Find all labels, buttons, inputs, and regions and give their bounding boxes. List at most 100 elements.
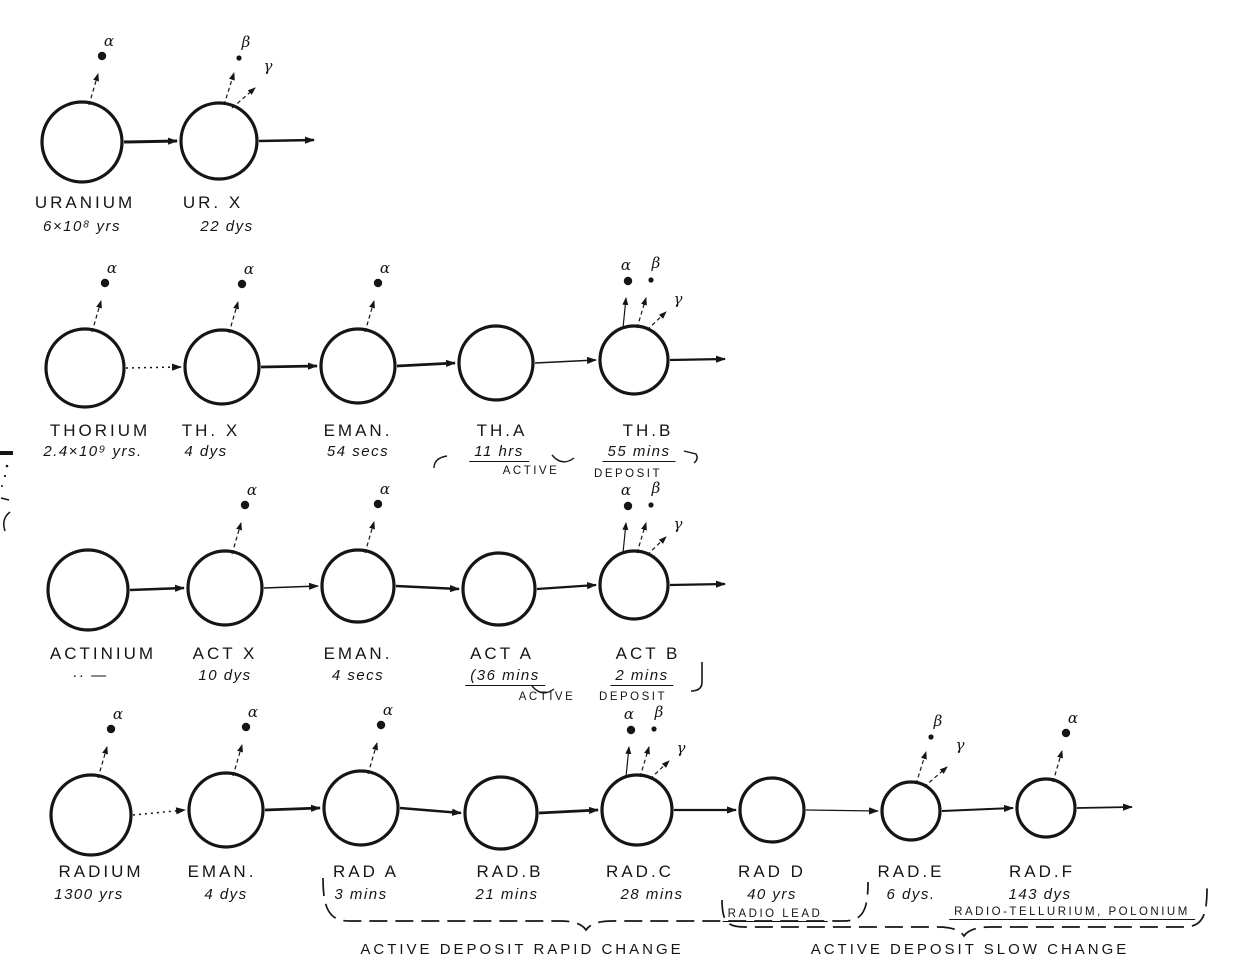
beta-particle-dot-ur-x [236,55,242,61]
node-name-th-a: TH.A [476,421,528,440]
node-name-act-x: ACT X [192,644,258,663]
alpha-particle-dot-radium [106,724,116,734]
gamma-ray-rad-c [649,760,670,780]
node-name-eman-act: EMAN. [323,644,393,663]
node-name-act-a: ACT A [470,644,534,663]
node-period-thorium: 2.4×10⁹ yrs. [43,443,143,460]
th-a-leading-curl [433,455,448,469]
beta-particle-dot-rad-e [928,734,934,740]
node-name-eman-th: EMAN. [323,421,393,440]
decay-arrow-th-a [534,356,597,365]
nuclide-th-b [598,276,726,396]
alpha-label-rad-a: α [382,701,394,719]
nuclide-circle-radium [49,773,133,857]
beta-ray-ur-x [223,72,235,106]
uranium-series [40,51,315,184]
node-name-rad-e: RAD.E [877,862,945,881]
node-period-th-x: 4 dys [184,443,228,460]
decay-arrow-th-x [260,362,318,370]
beta-label-ur-x: β [241,33,251,51]
nuclide-circle-act-x [186,549,264,627]
node-name-ur-x: UR. X [182,193,244,212]
decay-arrow-rad-d [805,807,879,815]
node-sublabel-rad-d: RADIO LEAD [722,908,828,922]
decay-arrow-actinium [129,584,185,592]
node-name-act-b: ACT B [615,644,681,663]
nuclide-eman-th [319,278,456,405]
node-period-rad-d: 40 yrs [747,886,797,903]
nuclide-circle-uranium [40,100,124,184]
active-deposit-braces [322,450,1208,938]
nuclide-eman-act [320,499,460,624]
alpha-ray-rad-a [367,742,378,775]
gamma-label-rad-e: γ [955,736,965,754]
alpha-ray-th-x [228,301,239,334]
beta-label-rad-c: β [654,703,664,721]
alpha-ray-rad-c [625,746,632,778]
decay-arrow-act-b [669,580,726,588]
node-period-radium: 1300 yrs [54,886,124,903]
node-name-th-b: TH.B [622,421,674,440]
beta-ray-rad-e [915,751,927,785]
nuclide-eman-ra [187,722,321,849]
decay-arrow-rad-b [538,806,599,815]
nuclide-act-a [461,551,597,627]
nuclide-rad-b [463,775,599,851]
nuclide-circle-rad-f [1015,777,1077,839]
gamma-ray-th-b [646,311,667,331]
alpha-label-eman-act: α [379,480,391,498]
node-period-rad-f: 143 dys [1008,886,1072,903]
node-period-act-a: (36 mins [465,667,545,686]
decay-arrow-ur-x [258,136,315,144]
actinium-series [46,499,726,632]
nuclide-circle-th-x [183,328,261,406]
node-period-eman-th: 54 secs [326,443,390,460]
nuclide-circle-rad-c [600,773,674,847]
node-period-uranium: 6×10⁸ yrs [43,218,121,235]
alpha-label-act-x: α [246,481,258,499]
node-sublabel-act-b: DEPOSIT [599,691,667,703]
alpha-particle-dot-eman-act [373,499,383,509]
beta-label-act-b: β [651,479,661,497]
gamma-label-act-b: γ [673,515,683,533]
nuclide-circle-rad-a [322,769,400,847]
node-period-act-x: 10 dys [198,667,252,684]
node-name-uranium: URANIUM [34,193,136,212]
th-row-connector-curl [551,454,575,463]
caption-slow-change: ACTIVE DEPOSIT SLOW CHANGE [810,941,1130,958]
left-margin-fragment [0,451,13,532]
beta-ray-rad-c [639,746,650,778]
alpha-ray-eman-ra [232,744,243,777]
decay-arrow-eman-ra [264,804,321,812]
decay-chains [40,51,1133,857]
alpha-particle-dot-th-b [623,276,633,286]
node-name-actinium: ACTINIUM [49,644,157,663]
alpha-ray-radium [97,746,108,779]
node-sublabel-th-b: DEPOSIT [594,468,662,480]
nuclide-act-b [598,501,726,621]
nuclide-radium [49,724,186,857]
node-period-rad-a: 3 mins [334,886,388,903]
nuclide-circle-actinium [46,548,130,632]
alpha-label-uranium: α [103,32,115,50]
alpha-label-eman-ra: α [247,703,259,721]
node-name-eman-ra: EMAN. [187,862,257,881]
decay-arrow-th-b [669,355,726,363]
nuclide-circle-ur-x [179,101,259,181]
node-period-eman-act: 4 secs [331,667,385,684]
decay-arrow-eman-th [396,359,456,368]
nuclide-uranium [40,51,178,184]
node-name-rad-d: RAD D [738,862,806,881]
beta-label-th-b: β [651,254,661,272]
nuclide-ur-x [179,55,315,181]
gamma-ray-ur-x [231,87,256,109]
node-name-rad-a: RAD A [332,862,400,881]
beta-ray-act-b [636,522,647,554]
beta-ray-th-b [636,297,647,329]
rapid-change-brace [322,877,869,932]
alpha-label-rad-f: α [1067,709,1079,727]
nuclide-rad-a [322,720,462,847]
